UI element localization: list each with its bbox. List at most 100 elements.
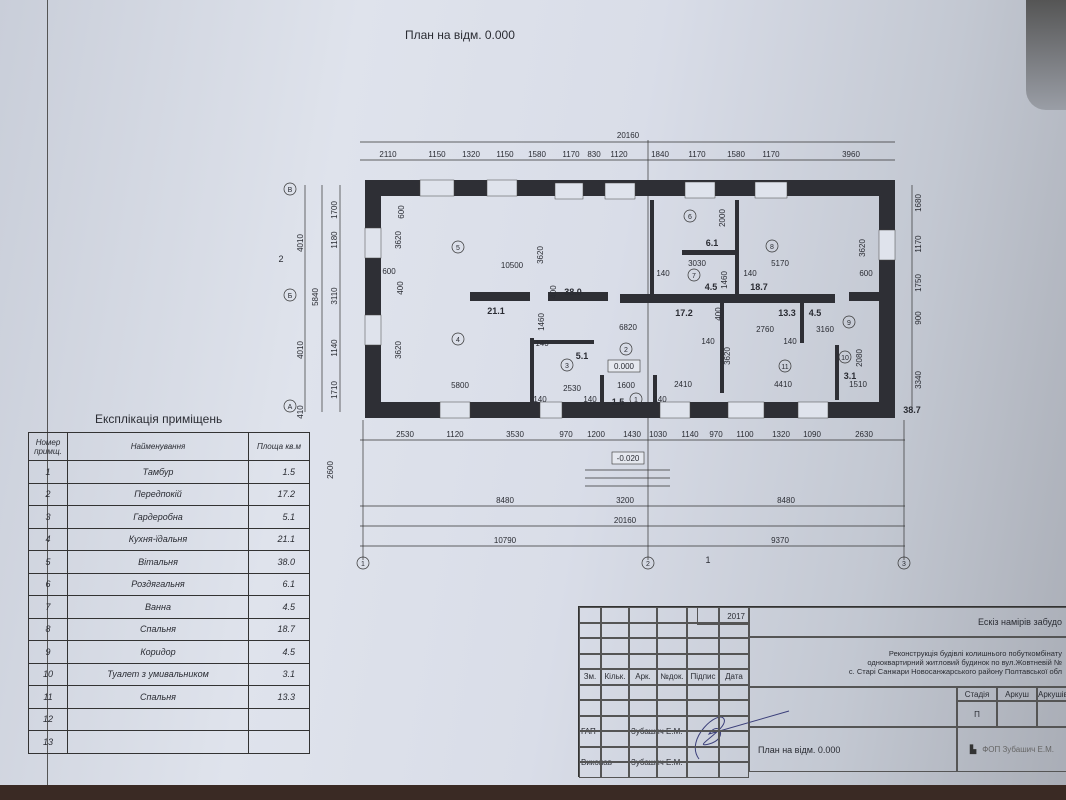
title-block-cell	[601, 762, 629, 778]
dimension-inner: 1600	[617, 381, 635, 390]
dimension-bottom: 1100	[736, 430, 754, 439]
project-line: Реконструкція будівлі колишнього побутко…	[888, 648, 1062, 658]
dimension-inner: 140	[701, 337, 715, 346]
room-area: 6.1	[248, 572, 310, 596]
dimension-bottom: 1140	[681, 430, 699, 439]
dimension-bottom: 1320	[772, 430, 790, 439]
dimension-inner: 400	[714, 307, 723, 321]
window	[797, 401, 829, 419]
dimension-left: 410	[296, 405, 305, 419]
window	[486, 179, 518, 197]
dimension-top: 3960	[842, 150, 860, 159]
room-area: 18.7	[750, 282, 768, 292]
column-header: Дата	[719, 669, 749, 685]
title-block-cell	[657, 638, 687, 654]
dimension-right: 1750	[914, 274, 923, 292]
room-area: 4.5	[248, 640, 310, 664]
dimension-top: 1580	[727, 150, 745, 159]
dimension-inner: 3030	[688, 259, 706, 268]
axis-marker	[283, 399, 297, 413]
room-area: 3.1	[248, 662, 310, 686]
table-header-row: Номер примщ. Найменування Площа кв.м	[28, 432, 310, 461]
dimension-top: 1840	[651, 150, 669, 159]
dimension-inner: 140	[653, 395, 667, 404]
dimension-top: 1150	[496, 150, 514, 159]
room-area: 18.7	[248, 617, 310, 641]
dimension-top: 1150	[428, 150, 446, 159]
dimension-total: 20160	[614, 516, 637, 525]
room-name: Гардеробна	[67, 505, 249, 529]
room-number: 3	[28, 505, 68, 529]
room-marker	[842, 315, 856, 329]
dimension-inner: 5800	[451, 381, 469, 390]
room-area: 3.1	[844, 371, 857, 381]
room-number: 2	[28, 482, 68, 506]
dimension-inner: 1510	[849, 380, 867, 389]
dimension-left: 2600	[326, 461, 335, 479]
room-area: 17.2	[675, 308, 693, 318]
dimension-inner: 2000	[718, 209, 727, 227]
dimension-inner: 2760	[756, 325, 774, 334]
title-block-cell	[657, 715, 687, 731]
title-block-cell	[579, 622, 601, 638]
table-edge	[0, 785, 1066, 800]
dimension-bottom: 970	[709, 430, 723, 439]
axis-label: Б	[288, 293, 293, 300]
dimension-inner: 600	[859, 269, 873, 278]
room-area: 5.1	[248, 505, 310, 529]
dimension-axis: 9370	[771, 536, 789, 545]
dimension-bottom: 1120	[446, 430, 464, 439]
dimension-left: 1180	[330, 231, 339, 249]
title-block-cell	[687, 607, 719, 623]
dimension-left: 3110	[330, 287, 339, 305]
title-block-cell	[601, 653, 629, 669]
title-block-cell	[657, 731, 687, 747]
dimension-group: 8480	[777, 496, 795, 505]
column-header: Арк.	[629, 669, 657, 685]
dimension-inner: 600	[397, 205, 406, 219]
total-area: 38.7	[903, 405, 921, 415]
window	[364, 314, 382, 346]
room-name: Тамбур	[67, 460, 249, 484]
title-block-cell	[629, 622, 657, 638]
dimension-inner: 140	[533, 395, 547, 404]
window	[539, 401, 563, 419]
dimension-inner: 2080	[855, 349, 864, 367]
dimension-inner: 140	[783, 337, 797, 346]
title-block-cell	[629, 731, 657, 747]
room-area: 4.5	[705, 282, 718, 292]
room-area: 13.3	[248, 685, 310, 709]
room-name: Спальня	[67, 617, 249, 641]
wall	[620, 294, 835, 303]
room-name: Кухня-їдальня	[67, 527, 249, 551]
axis-label: А	[288, 404, 293, 411]
title-block-cell	[719, 700, 749, 716]
room-marker	[683, 209, 697, 223]
title-block-cell	[657, 700, 687, 716]
wall	[800, 303, 804, 343]
sheet-value	[997, 701, 1037, 727]
wall	[534, 340, 594, 344]
title-block-cell	[629, 700, 657, 716]
dimension-inner: 140	[743, 269, 757, 278]
wall	[470, 292, 530, 301]
window	[554, 182, 584, 200]
axis-label: 3	[902, 561, 906, 568]
dimension-inner: 600	[382, 267, 396, 276]
dimension-inner: 10500	[501, 261, 524, 270]
title-block-cell	[657, 746, 687, 762]
title-block-cell	[657, 622, 687, 638]
room-number: 8	[28, 617, 68, 641]
column-header: Зм.	[579, 669, 601, 685]
dimension-group: 8480	[496, 496, 514, 505]
project-description: Реконструкція будівлі колишнього побутко…	[749, 637, 1066, 687]
blank-cell	[749, 687, 957, 727]
title-block-cell	[579, 731, 601, 747]
dimension-left: 4010	[296, 234, 305, 252]
room-number: 4	[28, 527, 68, 551]
wall	[548, 292, 608, 301]
room-name: Коридор	[67, 640, 249, 664]
